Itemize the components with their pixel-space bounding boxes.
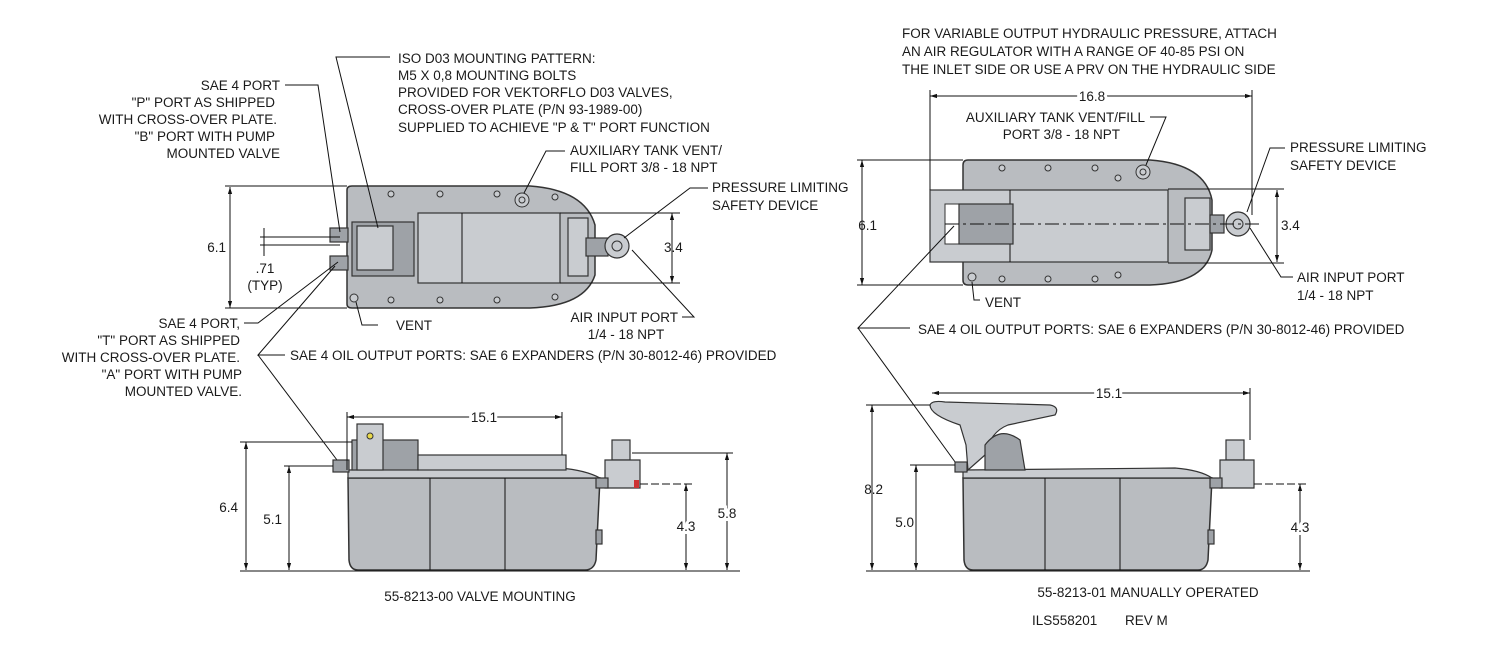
label-sae4-p-port: SAE 4 PORT xyxy=(201,78,280,93)
label-iso-note: SUPPLIED TO ACHIEVE "P & T" PORT FUNCTIO… xyxy=(398,120,710,135)
label-sae4-t-port: "A" PORT WITH PUMP xyxy=(102,367,242,382)
label-air-input: 1/4 - 18 NPT xyxy=(1297,288,1374,303)
right-side-view xyxy=(866,388,1310,572)
label-pressure-note: FOR VARIABLE OUTPUT HYDRAULIC PRESSURE, … xyxy=(902,26,1277,41)
label-sae4-t-port: WITH CROSS-OVER PLATE. xyxy=(62,350,240,365)
label-iso-note: PROVIDED FOR VEKTORFLO D03 VALVES, xyxy=(398,85,673,100)
dim-height-total: 6.4 xyxy=(219,500,238,515)
dim-height-total: 8.2 xyxy=(864,482,883,497)
dim-air-height: 3.4 xyxy=(1281,218,1300,233)
label-air-input: AIR INPUT PORT xyxy=(1297,270,1405,285)
dim-height-air: 4.3 xyxy=(677,519,696,534)
right-top-view xyxy=(856,90,1293,467)
right-top-labels: FOR VARIABLE OUTPUT HYDRAULIC PRESSURE, … xyxy=(858,26,1426,337)
drawing-number: ILS558201 xyxy=(1032,613,1097,628)
label-air-input: AIR INPUT PORT xyxy=(570,310,678,325)
dim-typ: (TYP) xyxy=(247,278,282,293)
dim-height-port: 5.1 xyxy=(263,512,282,527)
label-pressure-device: PRESSURE LIMITING xyxy=(1290,140,1427,155)
bolt-holes xyxy=(387,190,559,304)
label-sae4-t-port: "T" PORT AS SHIPPED xyxy=(97,333,240,348)
label-aux-tank: FILL PORT 3/8 - 18 NPT xyxy=(570,160,718,175)
label-iso-note: M5 X 0,8 MOUNTING BOLTS xyxy=(398,68,576,83)
label-pressure-device: PRESSURE LIMITING xyxy=(712,180,849,195)
label-iso-note: ISO D03 MOUNTING PATTERN: xyxy=(398,51,596,66)
dim-air-height: 3.4 xyxy=(664,240,683,255)
label-sae4-t-port: SAE 4 PORT, xyxy=(158,316,240,331)
label-sae4-p-port: "B" PORT WITH PUMP xyxy=(135,129,275,144)
label-aux-tank: AUXILIARY TANK VENT/ xyxy=(570,143,722,158)
label-aux-tank: PORT 3/8 - 18 NPT xyxy=(1003,127,1120,142)
right-side-labels: 15.1 8.2 5.0 4.3 55-8213-01 MANUALLY OPE… xyxy=(864,383,1312,628)
label-pressure-note: AN AIR REGULATOR WITH A RANGE OF 40-85 P… xyxy=(902,44,1244,59)
label-vent: VENT xyxy=(396,318,432,333)
left-top-view xyxy=(225,56,708,465)
label-pressure-device: SAFETY DEVICE xyxy=(712,198,818,213)
caption-manually-operated: 55-8213-01 MANUALLY OPERATED xyxy=(1037,585,1259,600)
dim-height-valve: 5.8 xyxy=(718,506,737,521)
bolt-holes xyxy=(998,164,1122,283)
dim-height-air: 4.3 xyxy=(1291,520,1310,535)
dim-length: 15.1 xyxy=(1096,386,1122,401)
label-pressure-note: THE INLET SIDE OR USE A PRV ON THE HYDRA… xyxy=(902,62,1276,77)
label-oil-ports: SAE 4 OIL OUTPUT PORTS: SAE 6 EXPANDERS … xyxy=(918,322,1405,337)
dim-width: 6.1 xyxy=(207,240,226,255)
dim-length: 15.1 xyxy=(471,410,497,425)
label-sae4-p-port: "P" PORT AS SHIPPED xyxy=(132,95,276,110)
label-oil-ports: SAE 4 OIL OUTPUT PORTS: SAE 6 EXPANDERS … xyxy=(290,348,777,363)
label-sae4-p-port: WITH CROSS-OVER PLATE. xyxy=(99,112,277,127)
label-iso-note: CROSS-OVER PLATE (P/N 93-1989-00) xyxy=(398,102,642,117)
label-sae4-t-port: MOUNTED VALVE. xyxy=(125,384,242,399)
dim-overall-length: 16.8 xyxy=(1079,89,1105,104)
label-vent: VENT xyxy=(985,295,1021,310)
dim-width: 6.1 xyxy=(858,218,877,233)
left-top-labels: SAE 4 PORT "P" PORT AS SHIPPED WITH CROS… xyxy=(62,51,849,399)
dim-height-port: 5.0 xyxy=(895,515,914,530)
label-pressure-device: SAFETY DEVICE xyxy=(1290,158,1396,173)
caption-valve-mounting: 55-8213-00 VALVE MOUNTING xyxy=(384,589,576,604)
dim-port-spacing: .71 xyxy=(256,261,275,276)
label-air-input: 1/4 - 18 NPT xyxy=(588,327,665,342)
revision: REV M xyxy=(1125,613,1168,628)
label-aux-tank: AUXILIARY TANK VENT/FILL xyxy=(966,110,1146,125)
left-side-view xyxy=(240,412,740,572)
label-sae4-p-port: MOUNTED VALVE xyxy=(166,146,280,161)
left-side-labels: 15.1 6.4 5.1 4.3 5.8 55-8213-00 VALVE MO… xyxy=(219,407,739,604)
